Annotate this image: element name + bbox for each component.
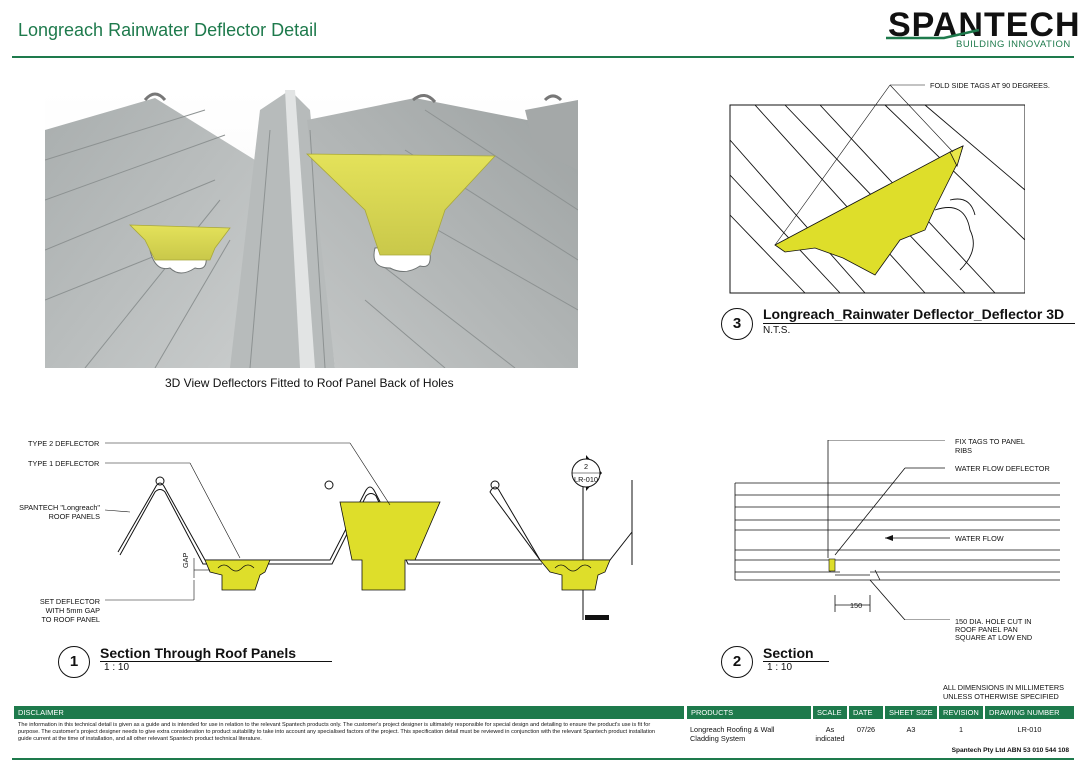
view-title-1-underline [100,661,332,662]
view-title-1: Section Through Roof Panels [100,645,297,661]
products-header: PRODUCTS [687,706,811,719]
sheet-size-header: SHEET SIZE [885,706,937,719]
label-set-2: WITH 5mm GAP [45,606,100,615]
scale-value: As indicated [815,725,845,743]
view-scale-1: 1 : 10 [104,662,130,673]
label-panels-2: ROOF PANELS [48,512,100,521]
sheet-size-value: A3 [906,725,916,734]
view-number-1: 1 [58,646,90,678]
revision-header: REVISION [939,706,983,719]
detail-3-drawing [729,84,1025,294]
section-callout-marker [571,455,602,491]
label-hole-2: ROOF PANEL PAN [955,625,1018,634]
logo-swoosh-icon [886,28,980,40]
label-fix-2: RIBS [955,446,973,455]
render-3d-view [45,90,578,368]
render-caption: 3D View Deflectors Fitted to Roof Panel … [165,376,454,390]
view-title-2: Section [763,645,814,661]
products-value: Longreach Roofing & Wall Cladding System [690,725,775,743]
view-number-2: 2 [721,646,753,678]
label-water-deflector: WATER FLOW DEFLECTOR [955,464,1050,473]
label-hole-3: SQUARE AT LOW END [955,633,1033,642]
label-set-1: SET DEFLECTOR [39,597,100,606]
view-scale-3: N.T.S. [763,325,791,336]
drawing-number-value: LR-010 [1017,725,1042,734]
page-title: Longreach Rainwater Deflector Detail [18,20,318,40]
label-water-flow: WATER FLOW [955,534,1004,543]
view-number-3: 3 [721,308,753,340]
label-fix-1: FIX TAGS TO PANEL [955,437,1025,446]
disclaimer-text: The information in this technical detail… [18,722,656,742]
section-2-drawing [734,440,1060,620]
label-type1: TYPE 1 DEFLECTOR [28,459,100,468]
scale-header: SCALE [813,706,847,719]
logo-tagline: BUILDING INNOVATION [956,39,1071,50]
view-title-3-underline [763,323,1075,324]
dim-150: 150 [850,601,863,610]
callout-number: 2 [583,462,589,471]
disclaimer-header: DISCLAIMER [14,706,684,719]
date-header: DATE [849,706,883,719]
dims-note-2: UNLESS OTHERWISE SPECIFIED [943,692,1059,701]
footer-rule [12,758,1074,760]
dims-note-1: ALL DIMENSIONS IN MILLIMETERS [943,683,1064,692]
label-gap: GAP [181,552,190,568]
company-abn: Spantech Pty Ltd ABN 53 010 544 108 [951,747,1069,754]
date-value: 07/26 [856,725,876,734]
view-scale-2: 1 : 10 [767,662,793,673]
label-fold-tags: FOLD SIDE TAGS AT 90 DEGREES. [930,81,1050,90]
view-title-2-underline [763,661,829,662]
callout-sheet-ref: LR-010 [574,475,598,484]
label-panels-1: SPANTECH "Longreach" [19,503,100,512]
header-rule [12,56,1074,58]
view-title-3: Longreach_Rainwater Deflector_Deflector … [763,306,1065,322]
label-type2: TYPE 2 DEFLECTOR [28,439,100,448]
section-1-drawing [104,442,633,620]
revision-value: 1 [958,725,964,734]
label-set-3: TO ROOF PANEL [41,615,100,624]
label-hole-1: 150 DIA. HOLE CUT IN [955,617,1032,626]
drawing-number-header: DRAWING NUMBER [985,706,1074,719]
